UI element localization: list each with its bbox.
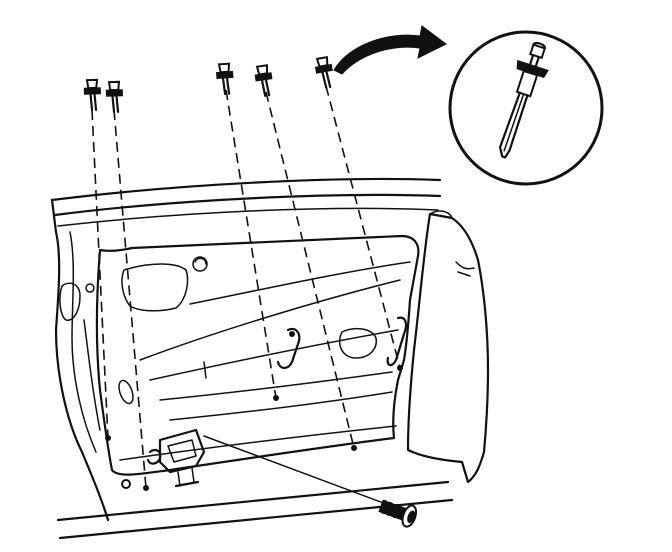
trim-panel-detail [455,261,475,277]
door-frame [50,177,454,540]
panel-rib-bottom [169,391,393,421]
inner-panel-outline [95,234,420,476]
panel-lower-lip [119,425,397,461]
panel-window-oval [338,327,378,359]
rivet-path-2 [113,109,147,489]
rivet-icon [105,80,124,114]
module-body [158,428,206,474]
panel-slot-small [203,361,207,379]
module-legs [177,467,195,487]
panel-rib-lower [159,371,393,401]
door-module-connector [146,428,206,488]
screw-icon [378,499,418,528]
panel-rib-upper [139,279,401,361]
center-hook-bracket [276,327,301,370]
trim-panel-outline [406,212,490,484]
panel-hole-lower-left [121,479,131,489]
rivet-path-3 [225,89,277,399]
curved-arrow-body [333,25,447,75]
rivet-icon [216,62,234,96]
panel-rib-middle [149,329,399,381]
door-bottom-sill-lower [58,498,454,540]
door-inner-panel [59,234,420,489]
door-trim-panel [406,210,490,484]
rivet-path-4 [265,91,355,449]
center-hook-hole [289,331,295,337]
rivet-hole-5 [397,365,403,371]
front-guide [83,319,101,431]
rivet-icon [254,64,273,97]
door-front-edge [50,198,110,522]
screw-group [203,435,418,528]
module-base [174,480,200,488]
left-side-hole [85,283,95,293]
door-bottom-sill [56,480,450,522]
module-face [167,439,197,463]
right-hook-bracket [386,316,408,367]
trim-panel-top [429,210,453,219]
door-front-edge-inner [69,231,97,453]
door-top-rail-outer [50,177,442,202]
rivet-path-5 [325,85,401,369]
module-clip-left [146,448,162,465]
upper-cutout [121,263,189,312]
left-side-cutout [59,282,81,321]
rivet-icon [314,55,333,89]
rivet-hole-2 [143,485,149,491]
rivets-group [83,55,403,491]
screw-path [203,435,387,505]
panel-hole-top [192,256,208,272]
door-top-rail-mid [53,193,442,217]
rivet-hole-3 [273,395,279,401]
panel-slot-left [118,379,134,405]
door-top-rail-inner [57,207,439,227]
curved-arrow-icon [333,25,447,75]
rivet-icon [83,78,102,112]
rivet-detail-icon [448,30,604,186]
rivet-hole-4 [351,445,357,451]
rivet-hole-1 [105,435,111,441]
panel-crease [189,261,411,305]
panel-hole-top-lip [194,257,207,265]
detail-circle [448,30,604,186]
detail-rivet [498,41,549,159]
rivet-path-1 [91,109,109,439]
